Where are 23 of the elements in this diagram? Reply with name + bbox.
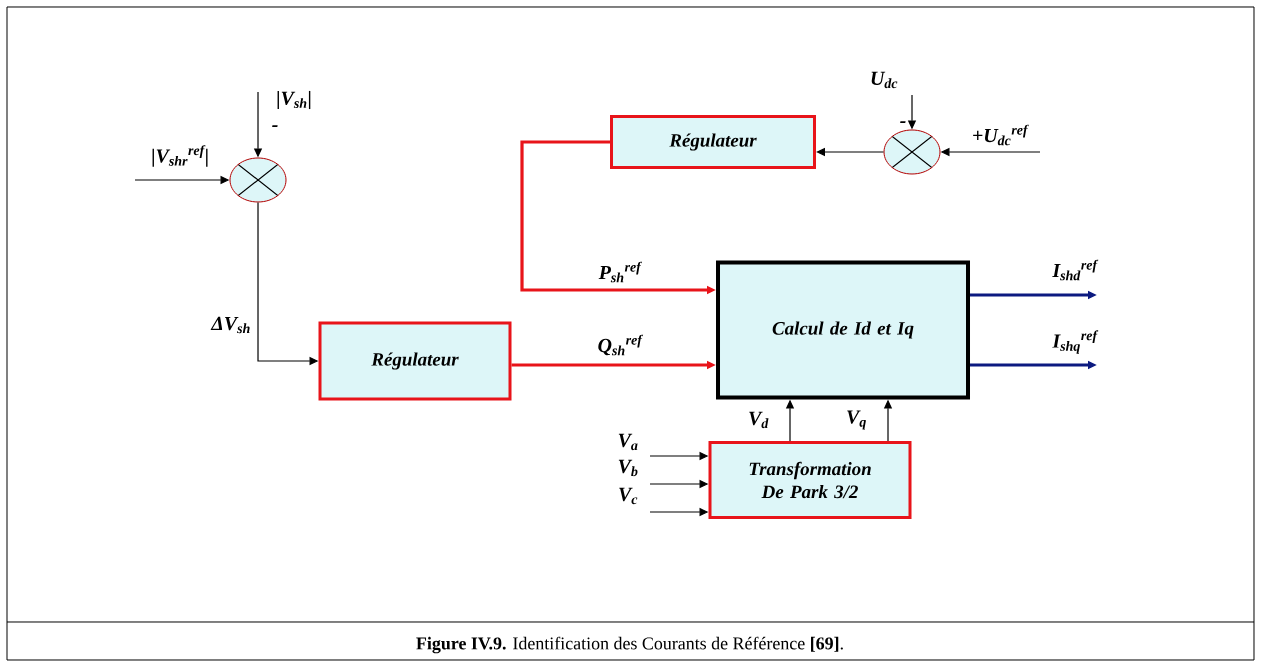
calculation-box: Calcul de Id et Iq [716,260,970,400]
summing-junction [229,157,287,203]
signal-label: I$_{shq}$ref [1052,330,1099,354]
signal-label: +U$_{dc}$ref [973,124,1029,146]
signal-label: V$_{c}$ [619,487,638,505]
signal-label: Q$_{sh}$ref [598,334,644,356]
signal-label: V$_{q}$ [847,410,866,430]
regulator-box: Régulateur [318,321,512,401]
signal-label: |V$_{shr}$$^{ref}$| [152,145,208,167]
signal-label: V$_{a}$ [618,433,638,451]
signal-label: V$_{b}$ [618,459,638,477]
signal-label: V$_{d}$ [749,411,769,429]
transform-box: Transformation De Park 3/2 [708,441,912,519]
signal-label: U$_{dc}$ [871,71,898,89]
signal-label: I$_{shd}$ref [1052,259,1099,281]
minus-sign: - [900,121,906,123]
signal-label: |V$_{sh}$| [277,90,311,110]
caption-text: Figure IV.9. Identification des Courants de Référence [69]. [416,636,843,654]
regulator-box: Régulateur [610,115,816,169]
summing-junction [883,129,941,175]
signal-label: P$_{sh}$ref [598,261,642,283]
minus-sign: - [272,125,278,127]
signal-label: ΔV$_{sh}$ [210,316,250,334]
